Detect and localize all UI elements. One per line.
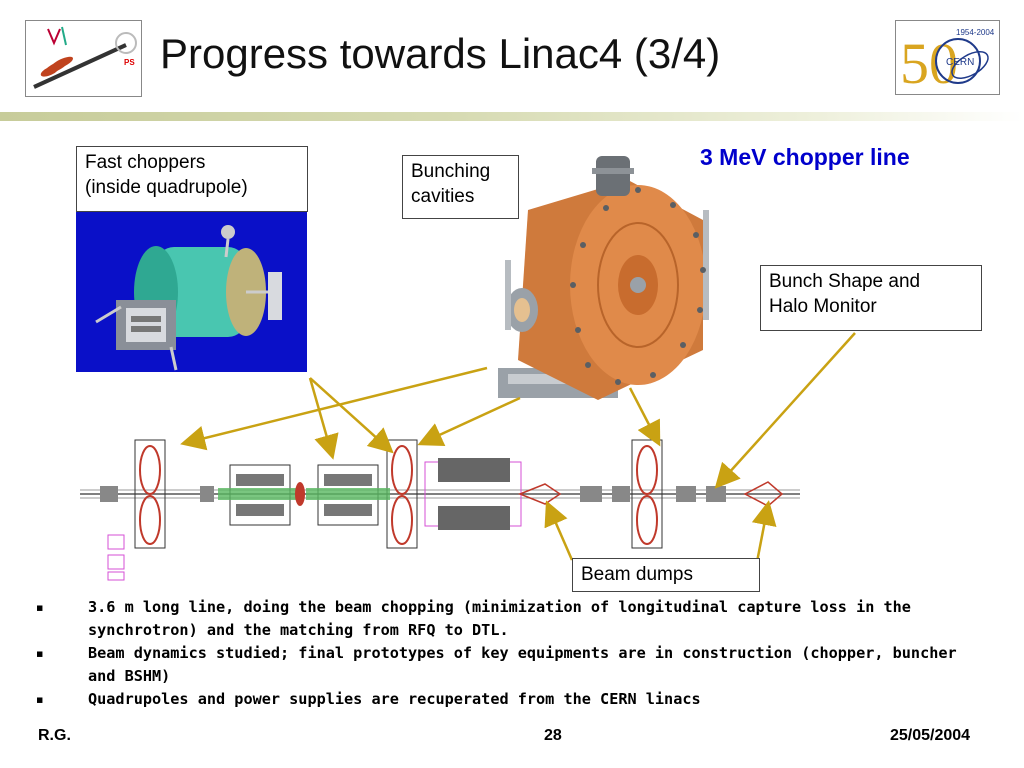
footer-date: 25/05/2004 — [890, 727, 971, 744]
bunching-cavities-label: Bunching cavities — [402, 155, 519, 219]
section-heading: 3 MeV chopper line — [700, 144, 910, 170]
arrow-to-third-quadrupole — [628, 387, 661, 447]
chopper-module-2 — [306, 464, 390, 526]
fast-chopper-image — [76, 212, 307, 372]
bullet-text: Beam dynamics studied; final prototypes … — [88, 644, 957, 685]
bshm-label: Bunch Shape and Halo Monitor — [760, 265, 982, 331]
cern-50-logo-graphic: 50 1954-2004 CERN — [900, 27, 995, 96]
arrow-to-beam-dump-1 — [544, 500, 574, 561]
cern-logo-name: CERN — [946, 57, 974, 68]
cern-logo-years: 1954-2004 — [956, 28, 995, 37]
bullet-square-icon: ▪ — [36, 647, 44, 660]
quadrupole-2 — [386, 439, 418, 549]
bullet-item: ▪ Quadrupoles and power supplies are rec… — [36, 688, 966, 711]
beam-dumps-label-text: Beam dumps — [581, 564, 693, 585]
cern-50-logo: 50 1954-2004 CERN — [895, 20, 1000, 96]
bunching-cavity-image — [488, 150, 723, 416]
footer-author: R.G. — [38, 727, 71, 744]
bshm-label-line-1: Bunch Shape and — [769, 271, 921, 292]
bullet-square-icon: ▪ — [36, 601, 44, 614]
bunching-cavities-label-line-2: cavities — [411, 186, 475, 207]
bullet-item: ▪ 3.6 m long line, doing the beam choppi… — [36, 596, 966, 642]
diagnostic-components — [107, 534, 125, 581]
bullet-list: ▪ 3.6 m long line, doing the beam choppi… — [36, 596, 966, 711]
title-divider-bar — [0, 112, 1024, 121]
beamline-flanges — [100, 486, 726, 502]
ps-logo: PS — [25, 20, 142, 97]
beam-dumps-label: Beam dumps — [572, 558, 760, 592]
quadrupole-1 — [134, 439, 166, 549]
arrow-to-chopper-2 — [308, 377, 339, 460]
bullet-square-icon: ▪ — [36, 693, 44, 706]
bullet-text: 3.6 m long line, doing the beam chopping… — [88, 598, 911, 639]
buncher-assembly — [424, 458, 522, 530]
slide-title: Progress towards Linac4 (3/4) — [160, 30, 721, 77]
ps-logo-text: PS — [124, 58, 135, 67]
bullet-item: ▪ Beam dynamics studied; final prototype… — [36, 642, 966, 688]
ps-linac-logo-graphic: PS — [33, 26, 137, 89]
arrow-to-beam-dump-2 — [751, 500, 777, 563]
chopper-module-1 — [218, 464, 302, 526]
chopper-center-flange — [295, 482, 305, 506]
bunching-cavities-label-line-1: Bunching — [411, 161, 491, 182]
arrow-to-buncher — [417, 396, 521, 447]
fast-choppers-label-line-1: Fast choppers — [85, 152, 206, 173]
bullet-text: Quadrupoles and power supplies are recup… — [88, 690, 701, 708]
beam-dump-1 — [517, 483, 562, 505]
chopper-line-schematic — [80, 332, 856, 581]
fast-choppers-label: Fast choppers (inside quadrupole) — [76, 146, 308, 212]
arrow-to-bshm — [714, 332, 856, 489]
arrow-to-second-quadrupole — [309, 377, 394, 454]
arrow-to-first-quadrupole — [180, 366, 488, 451]
annotation-arrows — [180, 332, 856, 563]
bshm-label-line-2: Halo Monitor — [769, 296, 877, 317]
footer-page-number: 28 — [544, 727, 562, 744]
fast-choppers-label-line-2: (inside quadrupole) — [85, 177, 248, 198]
